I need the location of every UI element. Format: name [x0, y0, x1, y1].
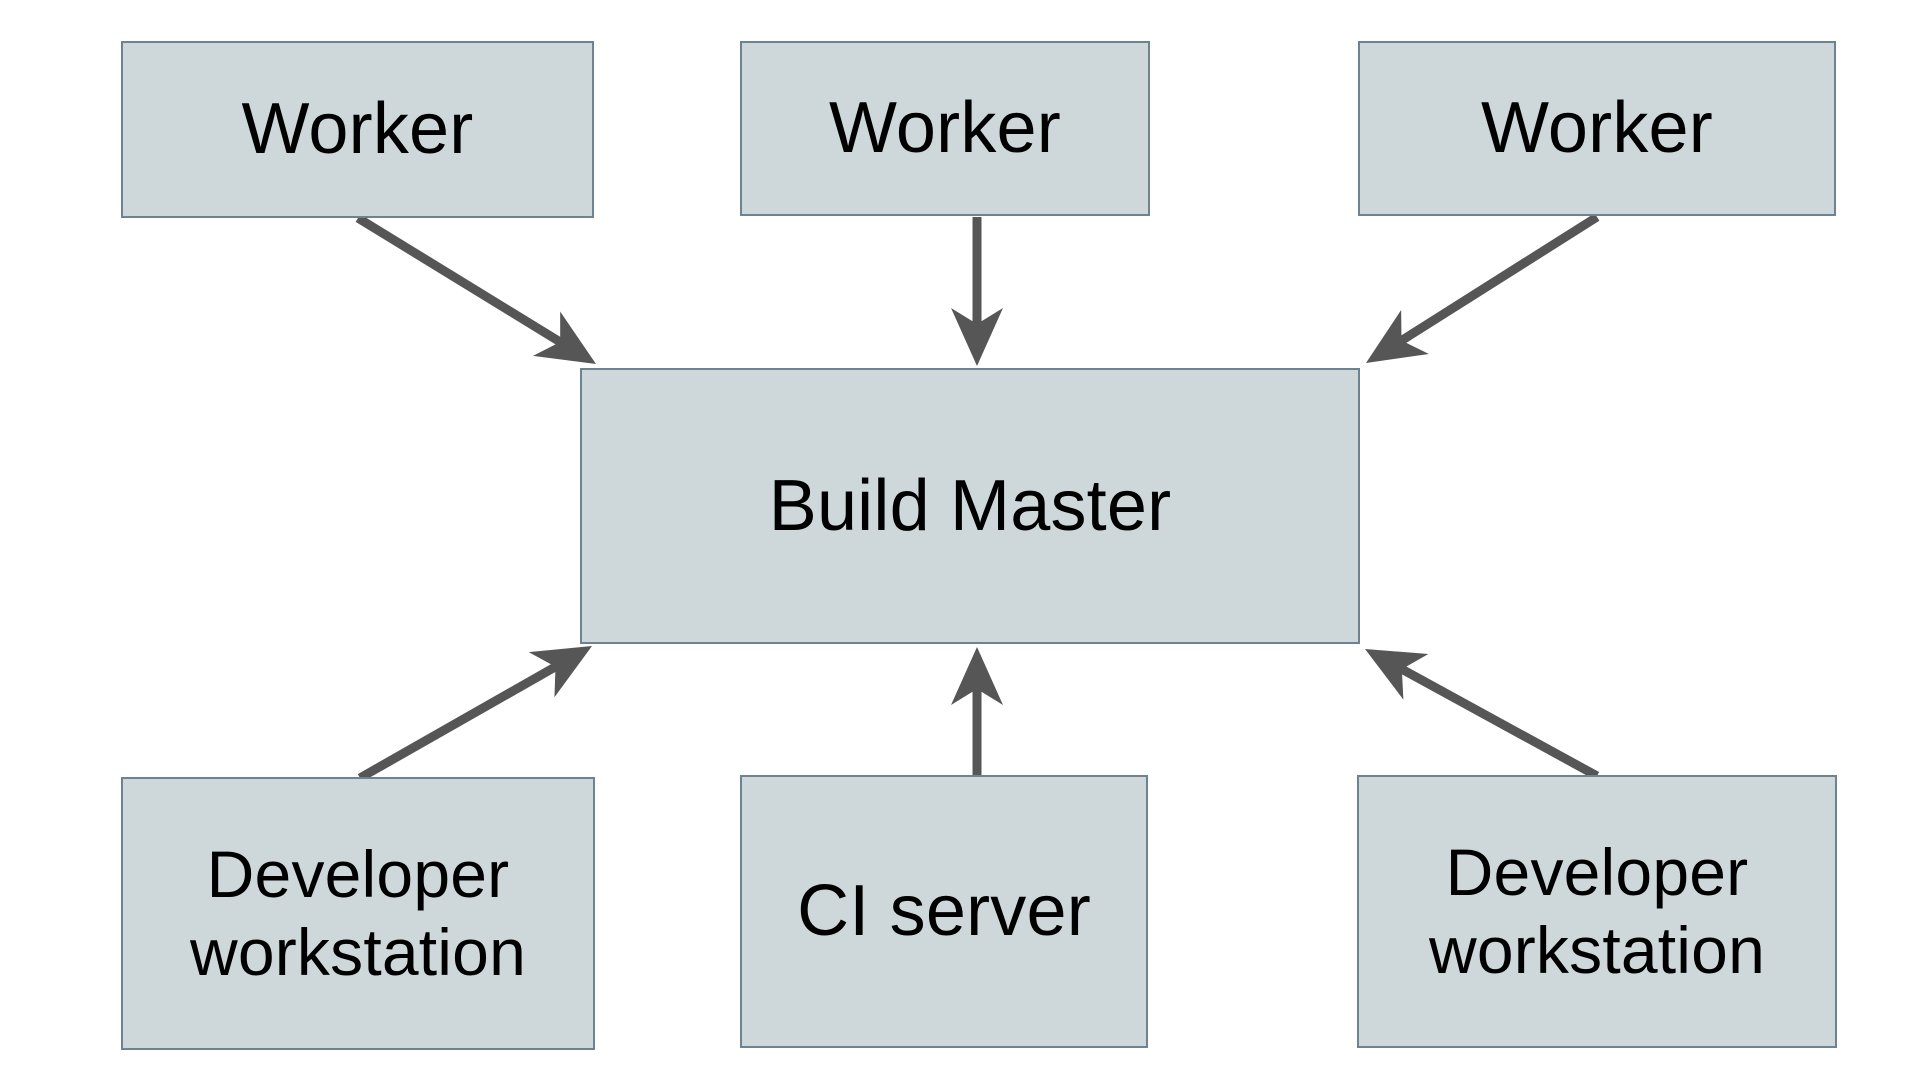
node-label-worker-3: Worker: [1481, 88, 1713, 169]
edge-worker-3-to-build-master-arrowhead: [1366, 310, 1429, 363]
edge-worker-3-to-build-master-shaft: [1390, 213, 1600, 350]
node-developer-workstation-right[interactable]: Developer workstation: [1357, 775, 1837, 1048]
node-worker-3[interactable]: Worker: [1358, 41, 1836, 216]
edge-developer-workstation-left-to-build-master-shaft: [357, 657, 567, 782]
edge-ci-server-to-build-master: [951, 647, 1003, 778]
node-developer-workstation-left[interactable]: Developer workstation: [121, 777, 595, 1050]
node-build-master[interactable]: Build Master: [580, 368, 1360, 644]
edge-worker-1-to-build-master: [355, 214, 596, 364]
edge-developer-workstation-left-to-build-master-arrowhead: [528, 646, 592, 698]
edge-developer-workstation-right-to-build-master-shaft: [1390, 660, 1600, 780]
node-label-developer-workstation-left: Developer workstation: [189, 836, 526, 989]
node-ci-server[interactable]: CI server: [740, 775, 1148, 1048]
edge-ci-server-to-build-master-arrowhead: [951, 647, 1003, 705]
edge-developer-workstation-right-to-build-master: [1365, 649, 1600, 780]
edge-worker-1-to-build-master-arrowhead: [532, 311, 596, 364]
node-label-worker-1: Worker: [241, 89, 474, 170]
node-label-worker-2: Worker: [829, 88, 1061, 169]
edge-developer-workstation-left-to-build-master: [357, 646, 592, 782]
node-label-developer-workstation-right: Developer workstation: [1428, 834, 1765, 987]
node-label-build-master: Build Master: [768, 465, 1172, 546]
edge-worker-3-to-build-master: [1366, 213, 1600, 363]
node-label-ci-server: CI server: [797, 871, 1091, 952]
edge-worker-2-to-build-master-arrowhead: [951, 308, 1003, 366]
edge-worker-2-to-build-master: [951, 217, 1003, 366]
edge-developer-workstation-right-to-build-master-arrowhead: [1365, 649, 1429, 700]
edge-worker-1-to-build-master-shaft: [355, 214, 572, 352]
node-worker-1[interactable]: Worker: [121, 41, 594, 218]
node-worker-2[interactable]: Worker: [740, 41, 1150, 216]
